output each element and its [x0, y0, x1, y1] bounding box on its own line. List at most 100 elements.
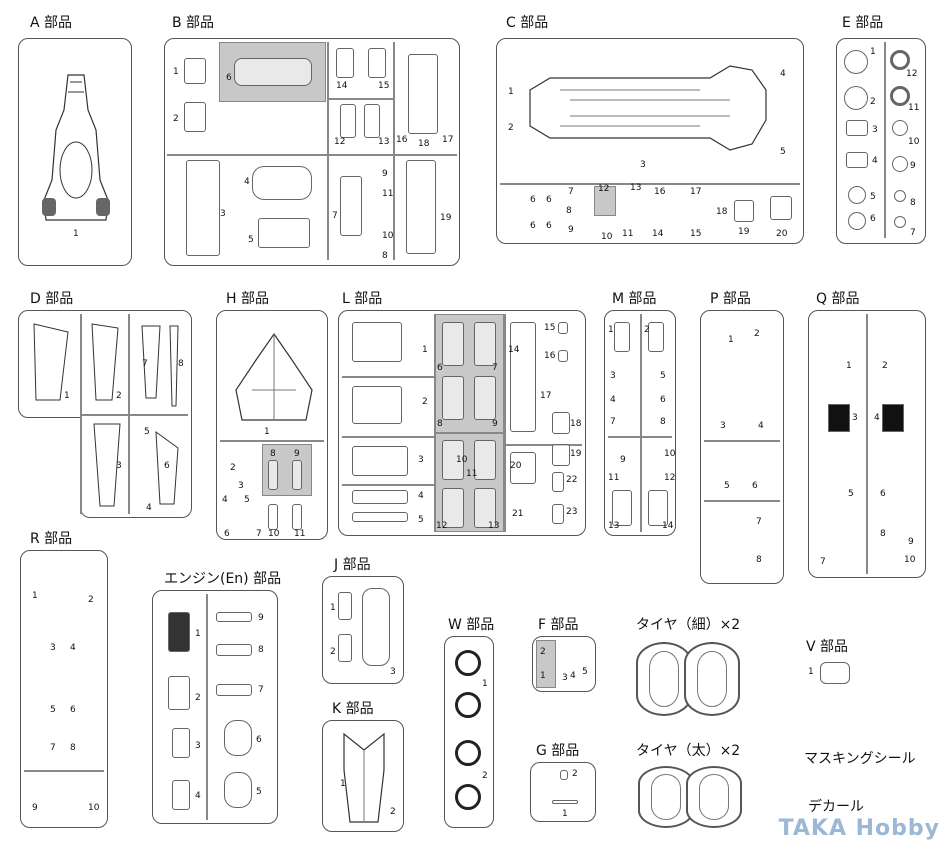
num-b-11: 11	[382, 189, 394, 199]
part-l-19	[552, 444, 570, 466]
part-m-14	[648, 490, 668, 526]
num-r-3: 3	[50, 643, 56, 653]
sheet-p-title: P 部品	[710, 291, 751, 307]
num-b-13: 13	[378, 137, 390, 147]
num-j-3: 3	[390, 667, 396, 677]
num-c-13: 13	[630, 183, 642, 193]
part-en-6	[224, 720, 252, 756]
part-e-6	[848, 212, 866, 230]
part-b-12	[340, 104, 356, 138]
num-b-9: 9	[382, 169, 388, 179]
sheet-k-title: K 部品	[332, 701, 374, 717]
num-w-2: 2	[482, 771, 488, 781]
num-h-4: 4	[222, 495, 228, 505]
sheet-w-title: W 部品	[448, 617, 495, 633]
num-c-1: 1	[508, 87, 514, 97]
num-q-2: 2	[882, 361, 888, 371]
sheet-m-divider-2	[640, 314, 642, 532]
sheet-d-title: D 部品	[30, 291, 74, 307]
num-l-15: 15	[544, 323, 556, 333]
num-l-2: 2	[422, 397, 428, 407]
part-w-2a	[455, 740, 481, 766]
num-m-12: 12	[664, 473, 676, 483]
sheet-r-divider	[24, 770, 104, 772]
num-l-23: 23	[566, 507, 578, 517]
num-d-3: 3	[116, 461, 122, 471]
part-en-4	[172, 780, 190, 810]
sheet-l-divider-4	[342, 436, 434, 438]
num-r-8: 8	[70, 743, 76, 753]
part-d-7	[141, 325, 161, 399]
num-c-6a: 6	[530, 195, 536, 205]
part-e-4	[846, 152, 868, 168]
part-en-1	[168, 612, 190, 652]
num-c-9: 9	[568, 225, 574, 235]
part-b-6	[234, 58, 312, 86]
num-b-6: 6	[226, 73, 232, 83]
num-a-1: 1	[73, 229, 79, 239]
part-h-9	[292, 460, 302, 490]
sheet-a	[18, 38, 132, 266]
tire-thin-1	[636, 642, 692, 716]
num-d-7: 7	[142, 359, 148, 369]
tires-thin-label: タイヤ（細）×2	[636, 617, 741, 633]
num-h-10: 10	[268, 529, 280, 539]
sheet-b-title: B 部品	[172, 15, 215, 31]
num-b-7: 7	[332, 211, 338, 221]
num-r-4: 4	[70, 643, 76, 653]
part-v-1	[820, 662, 850, 684]
num-f-5: 5	[582, 667, 588, 677]
num-b-17: 17	[442, 135, 454, 145]
part-b-4	[258, 218, 310, 248]
num-l-7: 7	[492, 363, 498, 373]
num-c-8: 8	[566, 206, 572, 216]
num-r-6: 6	[70, 705, 76, 715]
num-l-11: 11	[466, 469, 478, 479]
num-r-1: 1	[32, 591, 38, 601]
num-c-11: 11	[622, 229, 634, 239]
sheet-a-title: A 部品	[30, 15, 73, 31]
num-p-6: 6	[752, 481, 758, 491]
part-g-2	[560, 770, 568, 780]
num-l-3: 3	[418, 455, 424, 465]
num-r-5: 5	[50, 705, 56, 715]
num-q-1: 1	[846, 361, 852, 371]
num-b-3: 3	[220, 209, 226, 219]
num-r-2: 2	[88, 595, 94, 605]
num-h-9: 9	[294, 449, 300, 459]
num-k-1: 1	[340, 779, 346, 789]
part-l-10	[442, 440, 464, 480]
part-l-15	[558, 322, 568, 334]
num-f-1: 1	[540, 671, 546, 681]
num-c-3: 3	[640, 160, 646, 170]
num-c-6d: 6	[546, 221, 552, 231]
num-q-3: 3	[852, 413, 858, 423]
part-e-5	[848, 186, 866, 204]
num-j-1: 1	[330, 603, 336, 613]
num-p-7: 7	[756, 517, 762, 527]
num-c-6c: 6	[530, 221, 536, 231]
part-l-13	[474, 488, 496, 528]
part-b-14	[336, 48, 354, 78]
num-l-4: 4	[418, 491, 424, 501]
sheet-g-title: G 部品	[536, 743, 580, 759]
num-c-17: 17	[690, 187, 702, 197]
part-w-1b	[455, 692, 481, 718]
num-l-21: 21	[512, 509, 524, 519]
num-c-5: 5	[780, 147, 786, 157]
num-en-9: 9	[258, 613, 264, 623]
num-p-3: 3	[720, 421, 726, 431]
part-l-12	[442, 488, 464, 528]
num-l-16: 16	[544, 351, 556, 361]
part-l-9	[474, 376, 496, 420]
sheet-l-divider-3	[342, 376, 434, 378]
num-d-1: 1	[64, 391, 70, 401]
num-e-7: 7	[910, 228, 916, 238]
num-c-20: 20	[776, 229, 788, 239]
part-e-11	[890, 86, 910, 106]
part-en-3	[172, 728, 190, 758]
part-j-3	[362, 588, 390, 666]
part-c-12	[594, 186, 616, 216]
part-q-4	[882, 404, 904, 432]
num-q-8: 8	[880, 529, 886, 539]
